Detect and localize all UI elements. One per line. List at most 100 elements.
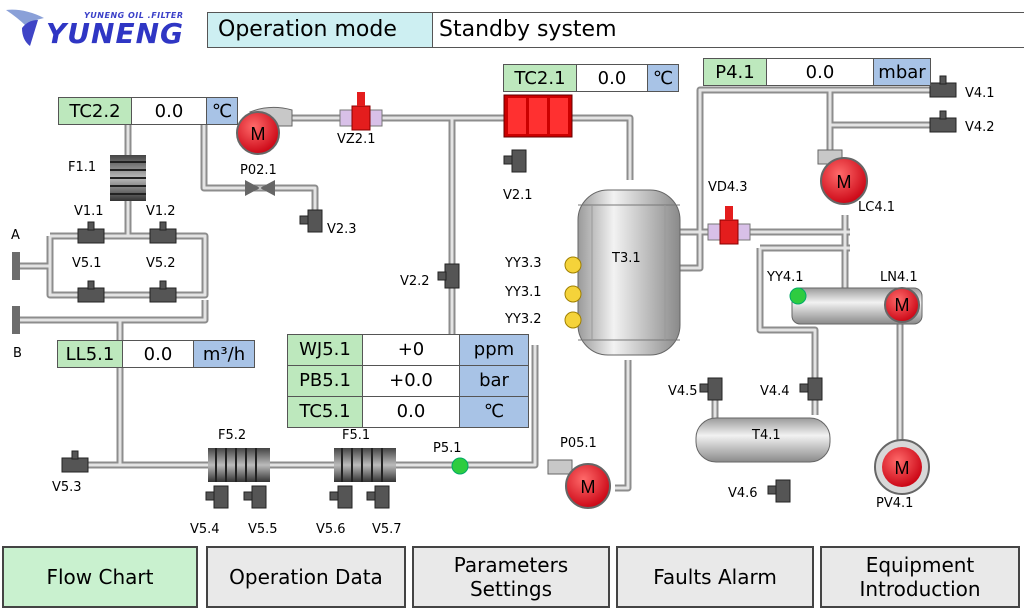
indicator-yy31-icon <box>564 285 582 303</box>
process-diagram: M M M M M <box>12 75 957 509</box>
tank-t41-icon <box>695 417 831 463</box>
label-f51: F5.1 <box>342 428 371 443</box>
motor-label: M <box>251 124 266 144</box>
valve-v11-icon[interactable] <box>77 221 105 244</box>
instrument-unit: ℃ <box>460 397 528 427</box>
valve-v41-icon[interactable] <box>929 75 957 98</box>
operation-mode-value: Standby system <box>433 13 1024 47</box>
instrument-ll51: LL5.1 0.0 m³/h <box>57 340 255 368</box>
label-t41: T4.1 <box>752 428 781 443</box>
valve-v22-icon[interactable] <box>437 263 460 289</box>
label-v23: V2.3 <box>327 222 357 237</box>
label-v21: V2.1 <box>503 188 533 203</box>
instrument-name: TC5.1 <box>288 397 363 427</box>
reading-row-wj51: WJ5.1 +0 ppm <box>288 335 528 366</box>
instrument-unit: ℃ <box>648 65 678 91</box>
pump-pv41-icon[interactable] <box>874 439 930 495</box>
valve-v44-icon[interactable] <box>799 377 823 401</box>
logo-wing-icon <box>6 9 44 46</box>
pump-lc41-icon[interactable] <box>817 149 868 205</box>
valve-v45-icon[interactable] <box>699 377 723 401</box>
valve-v53-icon[interactable] <box>61 450 89 473</box>
nav-equipment-introduction[interactable]: Equipment Introduction <box>820 546 1020 608</box>
label-vz21: VZ2.1 <box>337 132 376 147</box>
valve-v52-icon[interactable] <box>149 280 177 303</box>
pump-p051-icon[interactable] <box>547 459 611 509</box>
instrument-tc21: TC2.1 0.0 ℃ <box>503 64 679 92</box>
nav-operation-data[interactable]: Operation Data <box>206 546 406 608</box>
label-vd43: VD4.3 <box>708 180 748 195</box>
label-v51: V5.1 <box>72 256 102 271</box>
valve-v54-icon[interactable] <box>205 485 229 509</box>
valve-v23-icon[interactable] <box>299 209 323 233</box>
pump-ln41-icon[interactable] <box>884 287 920 323</box>
label-v41: V4.1 <box>965 86 995 101</box>
label-p51: P5.1 <box>433 441 462 456</box>
instrument-unit: ppm <box>460 335 528 365</box>
indicator-p51-icon <box>451 457 469 475</box>
valve-v57-icon[interactable] <box>366 485 390 509</box>
nav-faults-alarm[interactable]: Faults Alarm <box>616 546 814 608</box>
label-v12: V1.2 <box>146 204 176 219</box>
bottom-navigation: Flow Chart Operation Data Parameters Set… <box>0 543 1024 614</box>
instrument-name: TC2.2 <box>59 98 132 124</box>
flange-a-icon <box>12 252 20 280</box>
reading-row-pb51: PB5.1 +0.0 bar <box>288 366 528 397</box>
instrument-name: P4.1 <box>704 59 767 85</box>
valve-v42-icon[interactable] <box>929 110 957 133</box>
quality-readings: WJ5.1 +0 ppm PB5.1 +0.0 bar TC5.1 0.0 ℃ <box>287 334 529 428</box>
tank-t31-icon <box>577 189 681 356</box>
operation-mode-label: Operation mode <box>208 13 433 47</box>
label-v42: V4.2 <box>965 120 995 135</box>
label-ln41: LN4.1 <box>880 270 918 285</box>
filter-f52-icon[interactable] <box>208 448 270 482</box>
brand-logo: YUNENG OIL .FILTER YUNENG <box>4 4 200 52</box>
label-v54: V5.4 <box>190 522 220 537</box>
instrument-unit: ℃ <box>207 98 237 124</box>
instrument-name: PB5.1 <box>288 366 363 396</box>
valve-v51-icon[interactable] <box>77 280 105 303</box>
nav-flow-chart[interactable]: Flow Chart <box>2 546 198 608</box>
instrument-name: TC2.1 <box>504 65 577 91</box>
filter-f11-icon[interactable] <box>110 155 146 201</box>
label-v45: V4.5 <box>668 384 698 399</box>
label-f52: F5.2 <box>218 428 247 443</box>
motor-label: M <box>895 458 910 478</box>
instrument-p41: P4.1 0.0 mbar <box>703 58 931 86</box>
instrument-unit: m³/h <box>194 341 254 367</box>
label-v46: V4.6 <box>728 486 758 501</box>
instrument-unit: bar <box>460 366 528 396</box>
label-a: A <box>11 228 20 243</box>
instrument-value: +0.0 <box>363 366 460 396</box>
label-v55: V5.5 <box>248 522 278 537</box>
label-v53: V5.3 <box>52 480 82 495</box>
operation-mode-display: Operation mode Standby system <box>207 12 1024 48</box>
valve-vz21-icon[interactable] <box>339 92 383 131</box>
label-yy31: YY3.1 <box>505 285 542 300</box>
pump-p021-icon[interactable] <box>236 106 293 155</box>
label-v22: V2.2 <box>400 274 430 289</box>
label-p021: P02.1 <box>240 163 277 178</box>
valve-vd43-icon[interactable] <box>707 206 751 245</box>
valve-v56-icon[interactable] <box>329 485 353 509</box>
instrument-value: 0.0 <box>363 397 460 427</box>
valve-v12-icon[interactable] <box>149 221 177 244</box>
valve-p021-icon[interactable] <box>245 180 275 196</box>
motor-label: M <box>581 477 596 497</box>
label-v11: V1.1 <box>74 204 104 219</box>
instrument-tc22: TC2.2 0.0 ℃ <box>58 97 238 125</box>
label-v44: V4.4 <box>760 384 790 399</box>
nav-parameters-settings[interactable]: Parameters Settings <box>412 546 610 608</box>
label-lc41: LC4.1 <box>858 200 895 215</box>
label-v57: V5.7 <box>372 522 402 537</box>
filter-f51-icon[interactable] <box>334 448 396 482</box>
label-p051: P05.1 <box>560 436 597 451</box>
label-yy41: YY4.1 <box>767 270 804 285</box>
label-v56: V5.6 <box>316 522 346 537</box>
instrument-value: 0.0 <box>132 98 207 124</box>
valve-v21-icon[interactable] <box>503 149 527 173</box>
valve-v55-icon[interactable] <box>243 485 267 509</box>
instrument-value: 0.0 <box>577 65 648 91</box>
valve-v46-icon[interactable] <box>767 479 791 503</box>
indicator-yy33-icon <box>564 256 582 274</box>
